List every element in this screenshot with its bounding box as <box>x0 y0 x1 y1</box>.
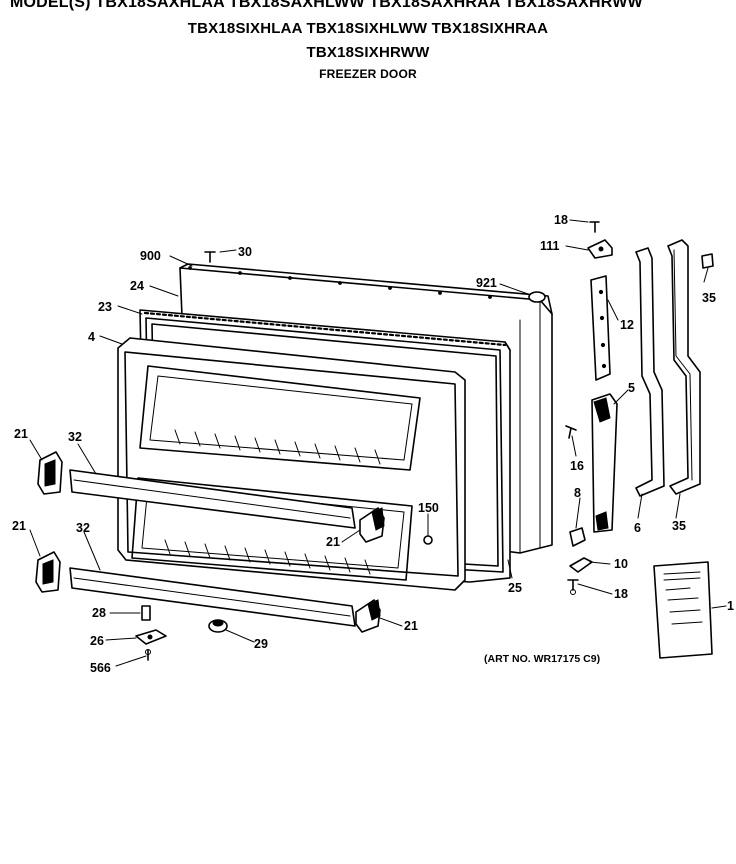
model-list-line-3: TBX18SIXHRWW <box>306 44 430 61</box>
callout-21-d: 21 <box>404 619 418 633</box>
art-number: (ART NO. WR17175 C9) <box>484 653 600 665</box>
bar-end-cap-upper-left <box>37 451 63 495</box>
screw-16 <box>565 425 577 439</box>
callout-32-a: 32 <box>68 430 82 444</box>
bar-end-cap-upper-right <box>359 507 385 543</box>
door-handle-35 <box>667 239 701 495</box>
callout-30: 30 <box>238 245 252 259</box>
plug-921 <box>528 291 546 303</box>
hinge-bracket-111 <box>587 239 613 259</box>
lower-shelf-ribs <box>164 539 371 575</box>
shim-8 <box>569 527 586 547</box>
upper-shelf-ribs <box>174 429 381 465</box>
callout-6: 6 <box>634 521 641 535</box>
callout-111: 111 <box>540 239 560 253</box>
callout-23: 23 <box>98 300 112 314</box>
callout-21-c: 21 <box>326 535 340 549</box>
inner-door-liner <box>117 337 466 591</box>
callout-566: 566 <box>90 661 111 675</box>
hinge-pin-10 <box>569 557 593 573</box>
model-list-line-2: TBX18SIXHLAA TBX18SIXHLWW TBX18SIXHRAA <box>187 20 549 37</box>
callout-1: 1 <box>727 599 734 613</box>
callout-35-top: 35 <box>702 291 716 305</box>
callout-28: 28 <box>92 606 106 620</box>
screw-18-top <box>589 221 600 233</box>
callout-26: 26 <box>90 634 104 648</box>
callout-35-bottom: 35 <box>672 519 686 533</box>
section-title: FREEZER DOOR <box>319 67 417 81</box>
panel-holes <box>188 266 492 299</box>
callout-16: 16 <box>570 459 584 473</box>
door-stop-5 <box>591 393 618 533</box>
callout-21-b: 21 <box>12 519 26 533</box>
door-bar-lower <box>69 567 356 627</box>
callout-10: 10 <box>614 557 628 571</box>
handle-cap-35-top <box>701 253 714 269</box>
callout-18-top: 18 <box>554 213 568 227</box>
hinge-plate-12 <box>590 275 611 381</box>
callout-18-bottom: 18 <box>614 587 628 601</box>
callout-921: 921 <box>476 276 497 290</box>
bar-end-cap-lower-right <box>355 599 381 633</box>
door-handle-rail-6 <box>635 247 665 497</box>
screw-30 <box>204 251 216 263</box>
leader-lines <box>29 219 727 667</box>
callout-900: 900 <box>140 249 161 263</box>
bushing-28 <box>141 605 151 621</box>
screw-18-bottom <box>567 579 579 595</box>
plate-26 <box>135 629 167 645</box>
callout-150: 150 <box>418 501 439 515</box>
callout-32-b: 32 <box>76 521 90 535</box>
instruction-booklet-1 <box>653 561 713 659</box>
bar-end-cap-lower-left <box>35 551 61 593</box>
callout-25: 25 <box>508 581 522 595</box>
callout-5: 5 <box>628 381 635 395</box>
callout-4: 4 <box>88 330 95 344</box>
screw-566 <box>145 649 151 661</box>
door-bar-upper <box>69 469 356 529</box>
callout-12: 12 <box>620 318 634 332</box>
callout-8: 8 <box>574 486 581 500</box>
callout-24: 24 <box>130 279 144 293</box>
grommet-29 <box>208 619 228 633</box>
callout-29: 29 <box>254 637 268 651</box>
model-list-line-1: MODEL(S) TBX18SAXHLAA TBX18SAXHLWW TBX18… <box>10 0 643 11</box>
callout-21-a: 21 <box>14 427 28 441</box>
